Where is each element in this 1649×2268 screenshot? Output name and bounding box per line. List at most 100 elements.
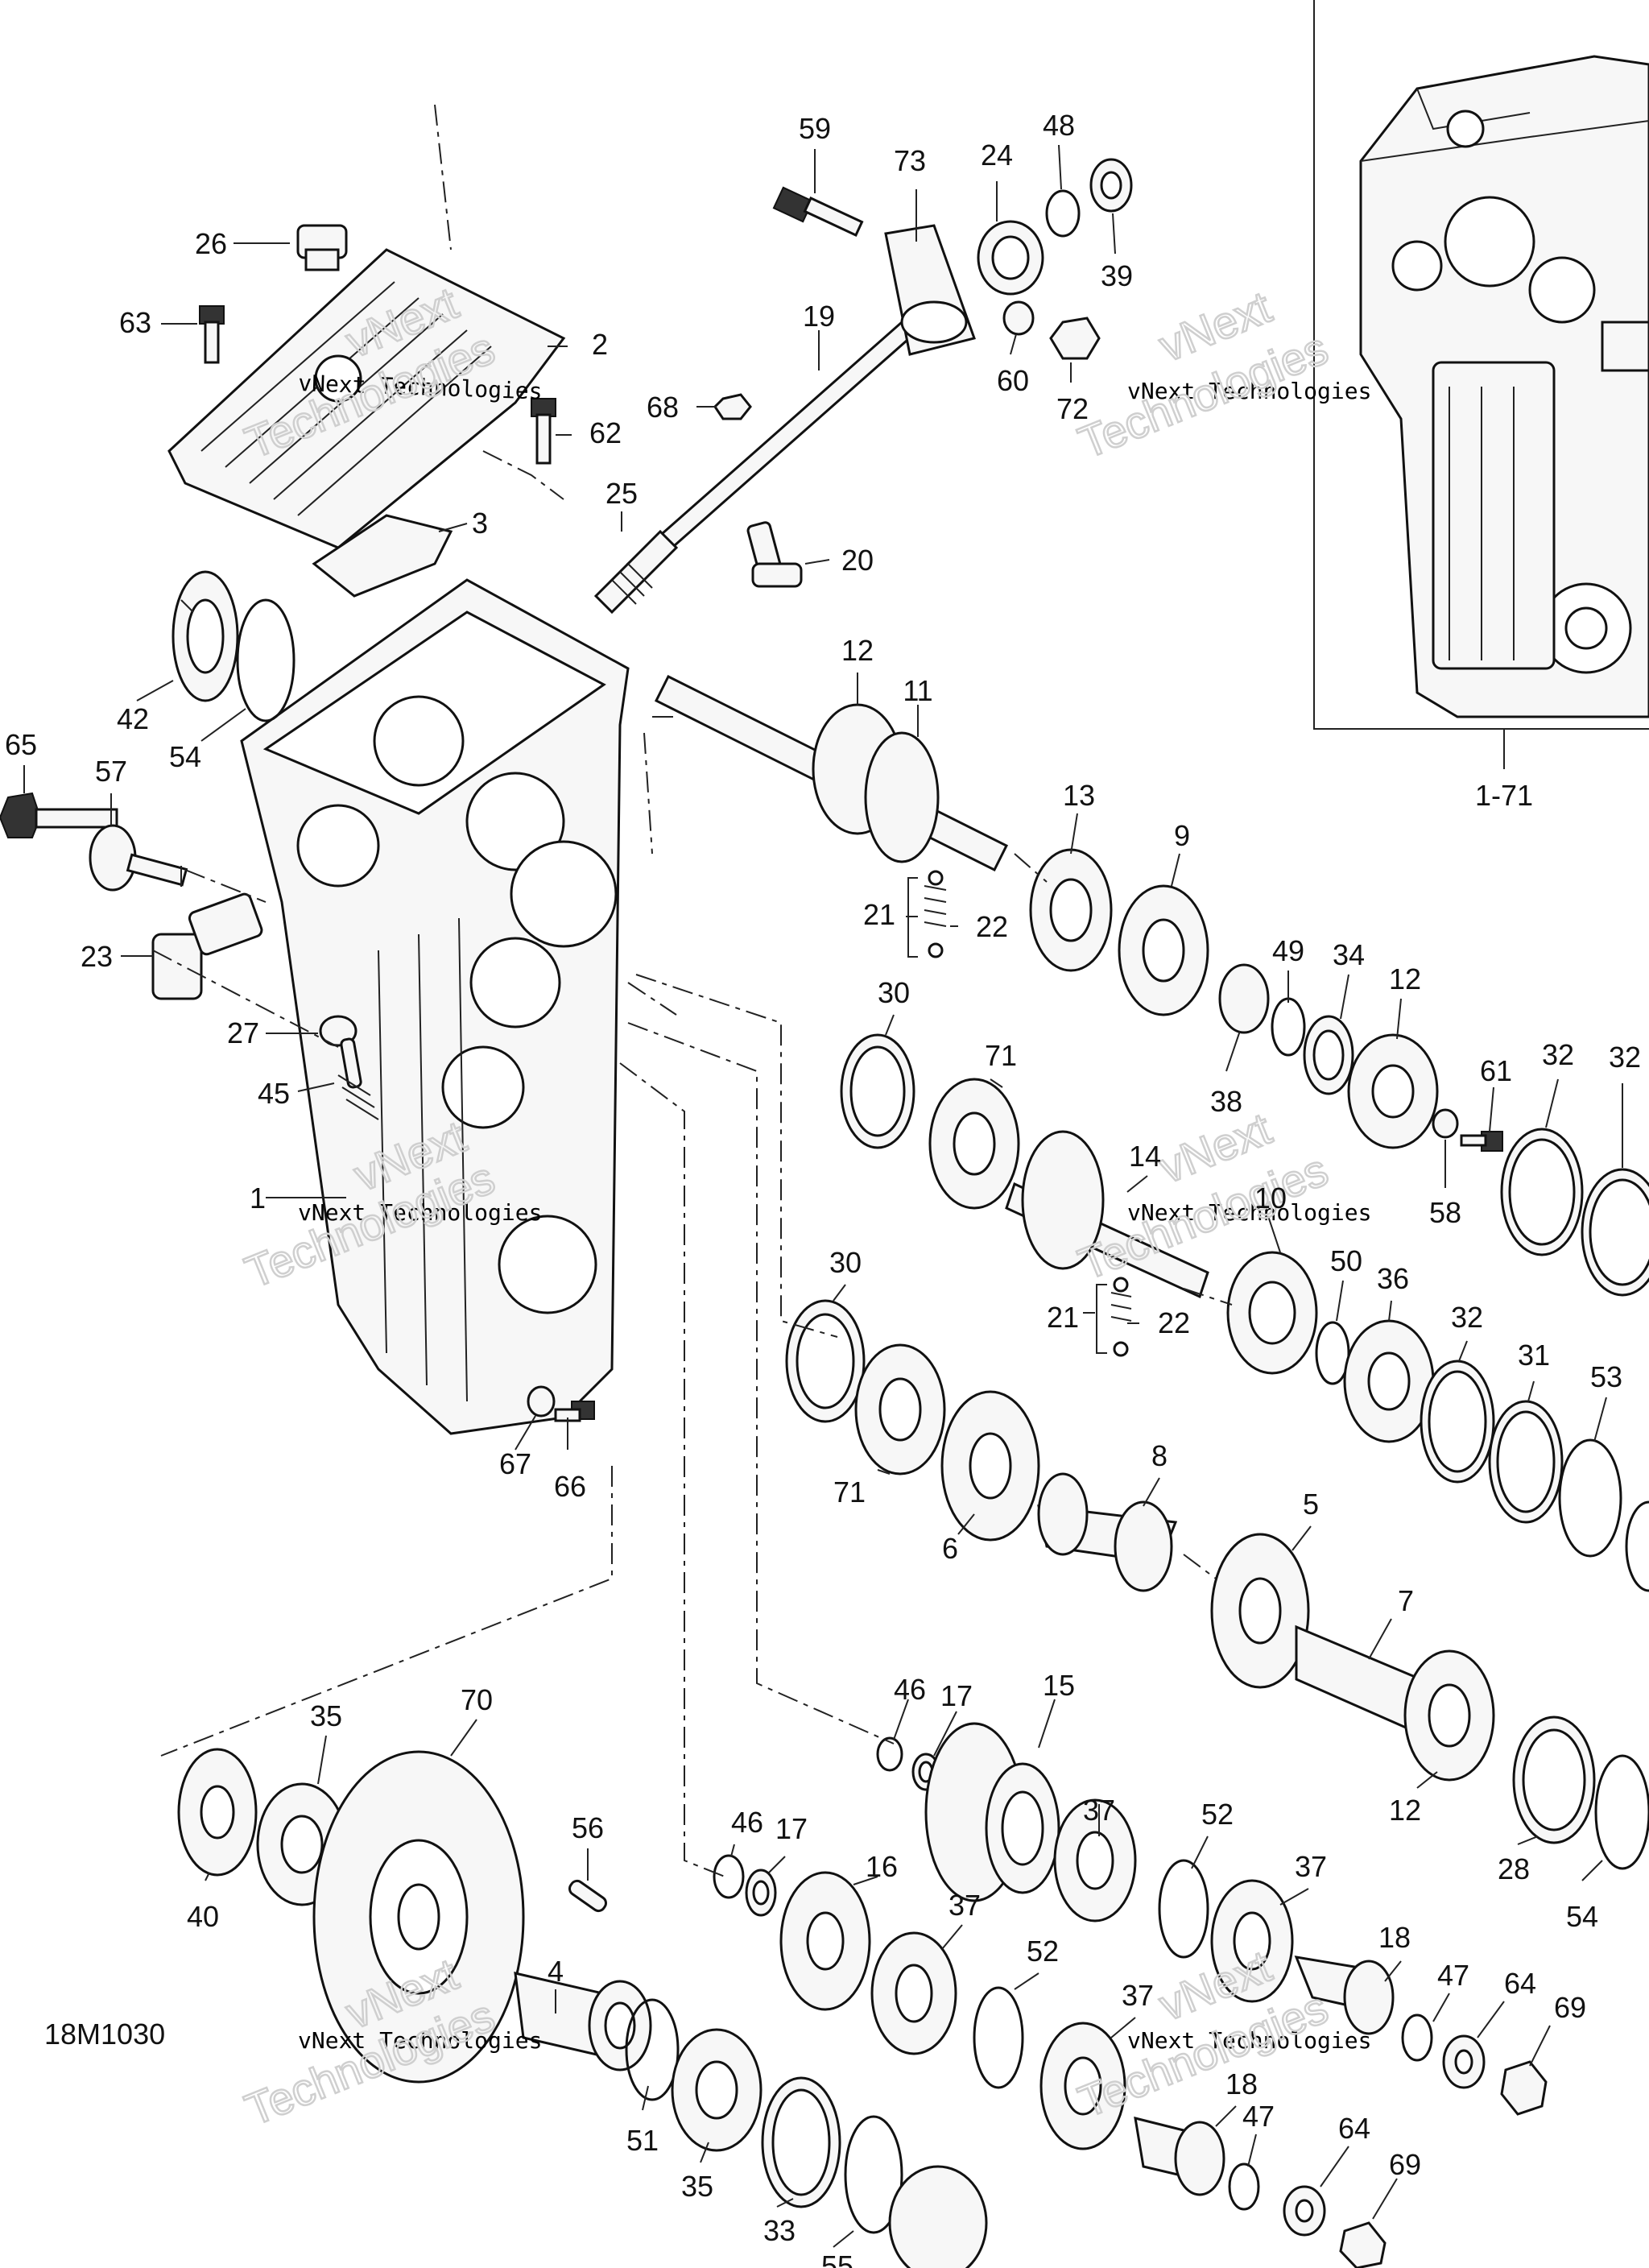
washer-17b: [745, 1869, 777, 1917]
callout-22: 22: [976, 910, 1008, 943]
callout-59: 59: [799, 112, 831, 145]
cluster-gear-14: [1005, 1130, 1209, 1299]
callout-37: 37: [1083, 1794, 1115, 1827]
callout-49: 49: [1272, 934, 1304, 967]
callout-52: 52: [1201, 1798, 1234, 1831]
shim-31: [1488, 1400, 1564, 1524]
nut-68: [713, 393, 752, 420]
watermark-line2: vNext Technologies: [1127, 2027, 1371, 2054]
housing-cover: [167, 248, 566, 549]
callout-47: 47: [1437, 1959, 1469, 1992]
callout-35: 35: [310, 1699, 342, 1732]
gear-9: [1118, 884, 1209, 1016]
callout-62: 62: [589, 416, 622, 449]
shift-bracket: [884, 224, 976, 356]
shift-fitting: [977, 220, 1044, 296]
detent-spring-22b: [1110, 1277, 1132, 1357]
cover-bolt: [199, 305, 225, 364]
callout-58: 58: [1429, 1196, 1461, 1229]
watermark-line2: vNext Technologies: [298, 2027, 542, 2054]
oring-47b: [1228, 2162, 1260, 2211]
callout-54b: 54: [1566, 1900, 1598, 1933]
bolt-66: [554, 1401, 595, 1422]
washer-64b: [1283, 2185, 1326, 2237]
callout-65: 65: [5, 728, 37, 761]
snap-ring-49: [1271, 997, 1306, 1057]
detent-spring: [337, 1074, 379, 1120]
shim-32a: [1500, 1128, 1584, 1256]
callout-37c: 37: [948, 1889, 981, 1922]
callout-12b: 12: [1389, 962, 1421, 995]
fitting-seal: [1089, 158, 1133, 213]
callout-6: 6: [942, 1532, 958, 1565]
washer-64a: [1442, 2034, 1486, 2089]
bearing-37d: [1039, 2022, 1126, 2150]
callout-45: 45: [258, 1077, 290, 1110]
snap-ring-55: [844, 2115, 903, 2234]
callout-22b: 22: [1158, 1306, 1190, 1339]
bearing-35b: [671, 2028, 763, 2152]
large-gear-15: [924, 1722, 1060, 1902]
shim-32b: [1581, 1168, 1649, 1297]
callout-40: 40: [187, 1900, 219, 1933]
gear-5: [1210, 1533, 1310, 1689]
callout-16: 16: [866, 1850, 898, 1883]
snap-ring-54b: [1594, 1754, 1649, 1870]
callout-42: 42: [117, 702, 149, 735]
spacer-8: [1037, 1472, 1178, 1592]
gear-16: [779, 1871, 871, 2011]
oring-46a: [876, 1736, 903, 1772]
callout-48: 48: [1043, 109, 1075, 142]
callout-9: 9: [1174, 819, 1190, 852]
callout-64b: 64: [1338, 2112, 1370, 2145]
callout-37d: 37: [1122, 1979, 1154, 2012]
callout-72: 72: [1056, 392, 1089, 425]
callout-71: 71: [985, 1039, 1017, 1072]
callout-7: 7: [1398, 1584, 1414, 1617]
washer-58: [1432, 1108, 1459, 1139]
callout-46b: 46: [731, 1806, 763, 1839]
callout-34: 34: [1333, 938, 1365, 971]
cover-gasket: [312, 514, 453, 598]
washer-40: [177, 1748, 258, 1877]
callout-32: 32: [1542, 1038, 1574, 1071]
bearing-36: [1343, 1319, 1435, 1443]
callout-61: 61: [1480, 1054, 1512, 1087]
snap-ring-53: [1558, 1438, 1622, 1558]
callout-67: 67: [499, 1447, 531, 1480]
callout-60: 60: [997, 364, 1029, 397]
bearing-71b: [854, 1343, 946, 1475]
oring-46b: [713, 1854, 745, 1899]
shift-dog-10: [1226, 1251, 1318, 1375]
callout-3: 3: [472, 507, 488, 540]
snap-ring-52b: [973, 1986, 1024, 2089]
callout-32c: 32: [1451, 1301, 1483, 1334]
watermark-line2: vNext Technologies: [1127, 1199, 1371, 1226]
shift-pin: [746, 521, 803, 588]
bearing-37c: [870, 1931, 957, 2055]
callout-56: 56: [572, 1811, 604, 1844]
shift-bolt: [772, 186, 864, 237]
callout-12: 12: [841, 634, 874, 667]
callout-4: 4: [548, 1955, 564, 1988]
shim-30a: [840, 1033, 915, 1149]
callout-39: 39: [1101, 259, 1133, 292]
callout-25: 25: [605, 477, 638, 510]
drain-plug: [296, 224, 348, 271]
callout-54: 54: [169, 740, 201, 773]
snap-ring-52a: [1158, 1859, 1209, 1959]
bolt-61: [1460, 1131, 1503, 1152]
callout-52b: 52: [1027, 1935, 1059, 1968]
shim-32c: [1420, 1360, 1495, 1484]
washer-34: [1303, 1015, 1354, 1095]
callout-8: 8: [1151, 1439, 1168, 1472]
detent-plunger: [319, 1015, 362, 1089]
bearing-12b: [1347, 1033, 1439, 1149]
callout-17: 17: [940, 1679, 973, 1712]
snap-ring-54: [236, 598, 295, 722]
washer-57: [89, 824, 188, 892]
callout-30: 30: [878, 976, 910, 1009]
callout-27: 27: [227, 1016, 259, 1049]
callout-17b: 17: [775, 1812, 808, 1845]
